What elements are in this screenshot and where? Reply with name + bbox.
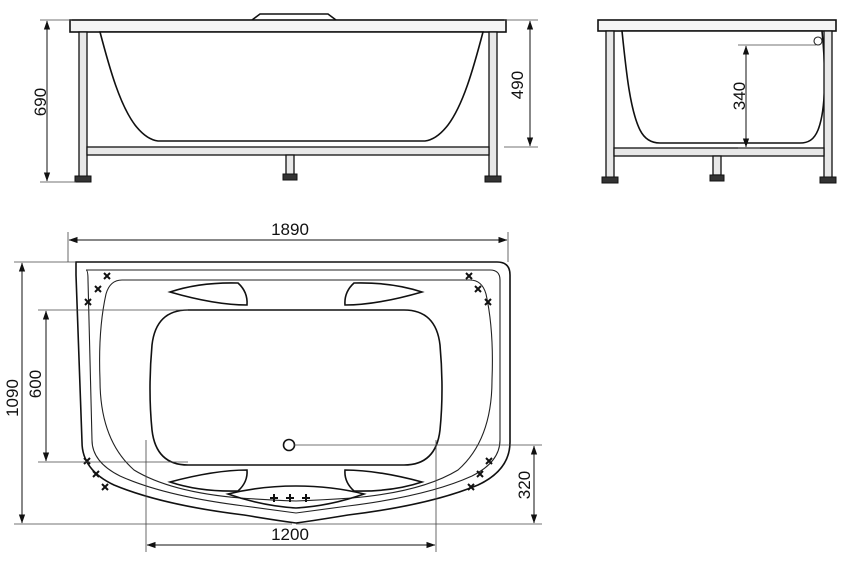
front-foot-right bbox=[484, 175, 502, 183]
plan-view bbox=[75, 261, 511, 524]
front-tub-body bbox=[98, 31, 485, 142]
front-center-support bbox=[285, 154, 295, 176]
front-leg-left bbox=[78, 31, 88, 178]
headrest-top-right bbox=[344, 282, 425, 306]
control-panel bbox=[225, 485, 367, 509]
dimension-drain-offset: 320 bbox=[294, 444, 542, 525]
dim-label-340: 340 bbox=[730, 82, 749, 110]
jet-group-bottom-left bbox=[83, 457, 109, 491]
front-leg-right bbox=[488, 31, 498, 178]
plan-inner-rim bbox=[85, 269, 501, 514]
jet-group-bottom-right bbox=[467, 457, 493, 491]
dim-label-490: 490 bbox=[508, 71, 527, 99]
side-tub-body bbox=[621, 30, 826, 144]
front-elevation-view bbox=[69, 13, 507, 183]
side-rim bbox=[597, 19, 837, 32]
dimension-tub-height: 490 bbox=[504, 19, 538, 148]
side-elevation-view bbox=[597, 19, 837, 184]
dimension-width: 1090 bbox=[3, 261, 292, 525]
jet-group-top-right bbox=[465, 272, 492, 306]
side-leg-right bbox=[823, 30, 833, 179]
side-foot-center bbox=[709, 174, 725, 182]
dim-label-1200: 1200 bbox=[271, 525, 309, 544]
control-panel-buttons bbox=[270, 494, 310, 502]
front-foot-center bbox=[282, 173, 298, 181]
headrest-bottom-left bbox=[167, 469, 248, 492]
plan-deck-contour bbox=[99, 279, 493, 502]
front-overflow-housing bbox=[251, 13, 337, 21]
side-center-support bbox=[712, 155, 722, 176]
front-foot-left bbox=[74, 175, 92, 183]
dim-label-600: 600 bbox=[26, 370, 45, 398]
front-frame-bar bbox=[86, 146, 490, 156]
drain-icon bbox=[282, 438, 296, 452]
side-foot-left bbox=[601, 176, 619, 184]
side-overflow-icon bbox=[813, 36, 823, 46]
plan-basin bbox=[149, 309, 443, 466]
dimension-overall-height: 690 bbox=[31, 19, 76, 183]
dim-label-1890: 1890 bbox=[271, 220, 309, 239]
dimension-inner-depth: 340 bbox=[730, 44, 816, 149]
dimension-inner-width: 600 bbox=[26, 309, 188, 463]
headrest-bottom-right bbox=[344, 469, 425, 492]
side-foot-right bbox=[819, 176, 837, 184]
dim-label-320: 320 bbox=[515, 471, 534, 499]
headrest-top-left bbox=[167, 282, 248, 306]
dim-label-690: 690 bbox=[31, 88, 50, 116]
dimension-length: 1890 bbox=[67, 220, 509, 262]
side-leg-left bbox=[605, 30, 615, 179]
dimension-inner-length: 1200 bbox=[145, 440, 437, 552]
dim-label-1090: 1090 bbox=[3, 379, 22, 417]
front-rim bbox=[69, 19, 507, 33]
side-frame-bar bbox=[613, 147, 825, 157]
jet-group-top-left bbox=[84, 272, 111, 306]
